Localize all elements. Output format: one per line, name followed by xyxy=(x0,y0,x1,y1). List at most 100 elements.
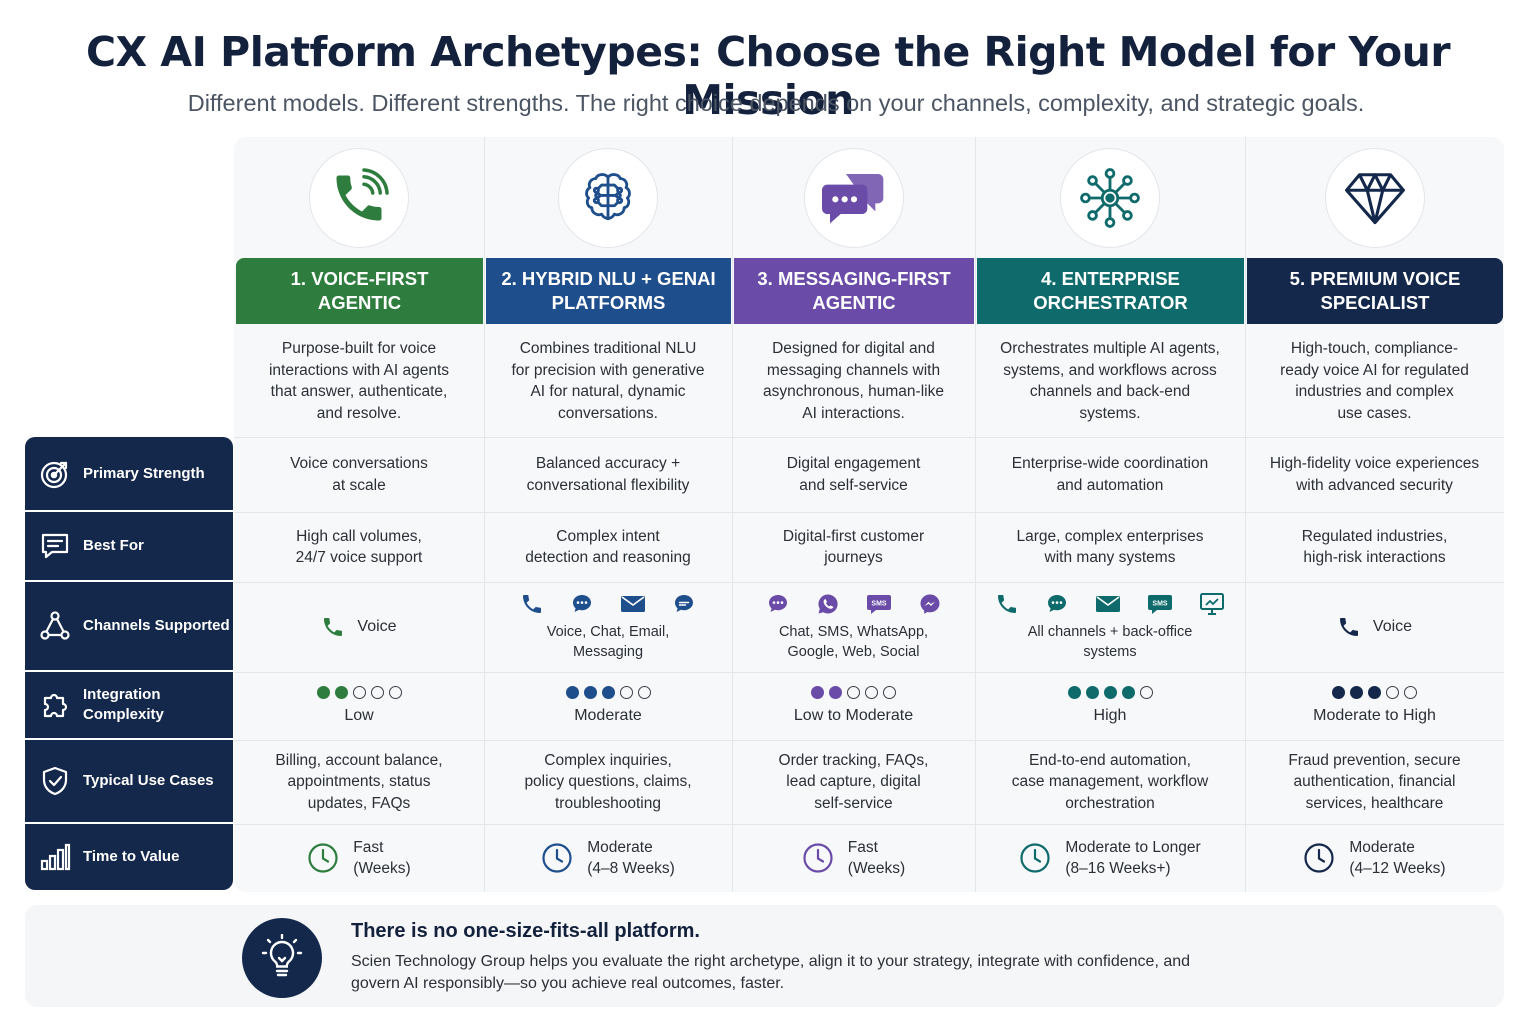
complexity-rating xyxy=(1067,685,1153,699)
primary-strength-cell: Digital engagement and self-service xyxy=(786,455,921,494)
chat-icon xyxy=(766,592,790,616)
row-divider xyxy=(234,740,1504,741)
column-divider xyxy=(732,137,733,892)
clock-icon xyxy=(541,842,573,874)
row-label-text: Integration Complexity xyxy=(83,686,164,723)
column-header-premium-voice: 5. PREMIUM VOICE SPECIALIST xyxy=(1247,258,1503,324)
channels-text: Voice xyxy=(357,618,397,636)
phone-icon xyxy=(321,615,345,639)
channels-text: Voice xyxy=(1372,618,1413,636)
row-label-primary-strength: Primary Strength xyxy=(25,437,233,510)
row-label-text: Primary Strength xyxy=(83,464,205,482)
page-subtitle: Different models. Different strengths. T… xyxy=(187,90,1365,116)
time-to-value-cell: Moderate to Longer(8–16 Weeks+) xyxy=(975,824,1245,892)
messenger-icon xyxy=(918,592,942,616)
rating-dot-filled xyxy=(316,685,330,699)
phone-waves-icon xyxy=(309,148,409,248)
primary-strength-cell: Balanced accuracy + conversational flexi… xyxy=(526,455,690,494)
column-header-enterprise-orchestrator: 4. ENTERPRISE ORCHESTRATOR xyxy=(977,258,1244,324)
rating-dot-filled xyxy=(1350,685,1363,699)
sms-icon: SMS xyxy=(1147,593,1173,615)
chat-bubbles-icon xyxy=(803,148,904,248)
ttv-duration: (4–12 Weeks) xyxy=(1349,860,1446,877)
rating-dot-empty xyxy=(865,685,878,699)
complexity-cell: Moderate to High xyxy=(1245,672,1504,740)
channel-icon-row: SMS xyxy=(995,592,1225,616)
time-to-value-cell: Moderate(4–12 Weeks) xyxy=(1245,824,1504,892)
rating-dot-filled xyxy=(829,685,842,699)
complexity-rating xyxy=(565,685,651,699)
best-for-cell: Digital-first customer journeys xyxy=(782,527,925,567)
rating-dot-filled xyxy=(811,685,824,699)
ttv-speed: Fast xyxy=(353,839,384,856)
phone-icon xyxy=(995,592,1019,616)
time-to-value-text: Moderate (4–8 Weeks) xyxy=(587,837,675,879)
monitor-icon xyxy=(1199,592,1225,616)
ttv-duration: (8–16 Weeks+) xyxy=(1065,860,1171,877)
time-to-value-cell: Moderate (4–8 Weeks) xyxy=(484,824,732,892)
row-label-text: Typical Use Cases xyxy=(83,772,214,789)
messaging-icon xyxy=(672,592,696,616)
ttv-speed: Moderate xyxy=(587,839,653,856)
phone-icon xyxy=(1337,615,1361,639)
rating-dot-empty xyxy=(847,685,860,699)
ttv-duration: (Weeks) xyxy=(847,860,906,877)
email-icon xyxy=(1095,593,1121,615)
ttv-duration: (4–8 Weeks) xyxy=(587,860,675,877)
channels-text: All channels + back-office systems xyxy=(1027,624,1193,660)
phone-icon xyxy=(520,592,544,616)
email-icon xyxy=(620,593,646,615)
column-header-voice-first: 1. VOICE-FIRST AGENTIC xyxy=(236,258,483,324)
row-label-channels-supported: Channels Supported xyxy=(25,582,233,670)
time-to-value-text: Fast (Weeks) xyxy=(848,837,905,879)
channel-icon-row xyxy=(520,592,696,616)
row-label-typical-use-cases: Typical Use Cases xyxy=(25,740,233,822)
channels-cell: Voice xyxy=(1245,582,1504,672)
brain-circuit-icon xyxy=(558,148,658,248)
ttv-duration: (Weeks) xyxy=(353,860,411,877)
lightbulb-icon xyxy=(242,918,322,998)
row-divider xyxy=(234,437,1504,438)
complexity-cell: High xyxy=(975,672,1245,740)
complexity-cell: Low xyxy=(234,672,484,740)
complexity-cell: Low to Moderate xyxy=(732,672,975,740)
bar-chart-icon xyxy=(39,841,71,873)
column-divider xyxy=(1245,137,1246,892)
rating-dot-empty xyxy=(1139,685,1153,699)
best-for-cell: Regulated industries, high-risk interact… xyxy=(1301,527,1448,567)
column-description-enterprise-orchestrator: Orchestrates multiple AI agents, systems… xyxy=(1000,340,1220,422)
column-divider xyxy=(975,137,976,892)
rating-dot-filled xyxy=(1103,685,1117,699)
rating-dot-filled xyxy=(334,685,348,699)
column-description-hybrid-nlu-genai: Combines traditional NLU for precision w… xyxy=(511,340,705,422)
rating-dot-empty xyxy=(388,685,402,699)
target-icon xyxy=(39,458,71,490)
channels-cell: Voice xyxy=(234,582,484,672)
row-label-text: Channels Supported xyxy=(83,617,230,634)
complexity-label: Low xyxy=(344,706,374,724)
rating-dot-filled xyxy=(1121,685,1135,699)
best-for-cell: Large, complex enterprises with many sys… xyxy=(1016,527,1204,567)
channels-cell: Voice, Chat, Email, Messaging xyxy=(484,582,732,672)
rating-dot-empty xyxy=(883,685,896,699)
footer-body: Scien Technology Group helps you evaluat… xyxy=(351,953,1191,992)
row-label-text: Time to Value xyxy=(83,848,180,865)
complexity-label: Moderate xyxy=(574,706,642,724)
time-to-value-cell: Fast (Weeks) xyxy=(234,824,484,892)
clock-icon xyxy=(802,842,834,874)
complexity-label: High xyxy=(1093,706,1127,724)
complexity-label: Moderate to High xyxy=(1313,706,1436,724)
rating-dot-empty xyxy=(637,685,651,699)
column-description-voice-first: Purpose-built for voice interactions wit… xyxy=(268,340,450,422)
ttv-speed: Fast xyxy=(847,839,878,856)
best-for-cell: Complex intent detection and reasoning xyxy=(525,527,691,567)
use-cases-cell: Billing, account balance, appointments, … xyxy=(275,751,443,812)
time-to-value-cell: Fast (Weeks) xyxy=(732,824,975,892)
puzzle-icon xyxy=(39,689,71,721)
clock-icon xyxy=(307,842,339,874)
rating-dot-filled xyxy=(583,685,597,699)
column-divider xyxy=(484,137,485,892)
clock-icon xyxy=(1019,842,1051,874)
rating-dot-empty xyxy=(1386,685,1399,699)
time-to-value-text: Moderate to Longer(8–16 Weeks+) xyxy=(1065,837,1200,879)
